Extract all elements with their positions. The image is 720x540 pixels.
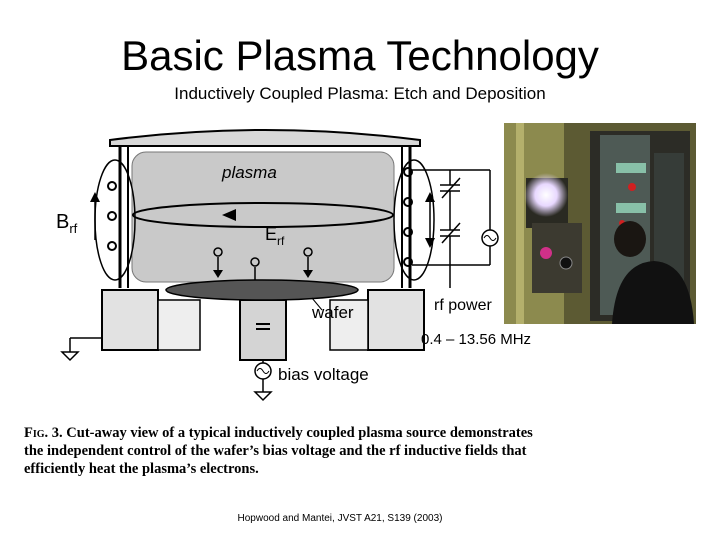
frequency-range: 0.4 – 13.56 MHz	[421, 331, 531, 349]
bias-voltage-label: bias voltage	[278, 365, 369, 384]
figure-caption-text: Cut-away view of a typical inductively c…	[24, 425, 533, 477]
lab-photo	[504, 123, 696, 324]
icp-source-diagram: plasma Erf Brf	[50, 120, 500, 410]
ground-symbol	[62, 338, 102, 360]
b-field-loop-right	[394, 160, 434, 280]
b-field-label: Brf	[56, 211, 78, 236]
slide-subtitle: Inductively Coupled Plasma: Etch and Dep…	[0, 84, 720, 104]
bias-source	[255, 360, 271, 400]
chamber-base-right	[368, 290, 424, 350]
figure-caption-lead: Fig. 3.	[24, 425, 63, 441]
wafer-label: wafer	[311, 303, 354, 322]
slide-title: Basic Plasma Technology	[0, 32, 720, 80]
plasma-label: plasma	[221, 163, 277, 182]
citation: Hopwood and Mantei, JVST A21, S139 (2003…	[0, 513, 680, 525]
chamber-lid	[110, 130, 420, 146]
figure-caption: Fig. 3. Cut-away view of a typical induc…	[24, 424, 544, 478]
wafer	[166, 280, 358, 300]
rf-power-label: rf power	[434, 297, 492, 314]
chamber-base-left	[102, 290, 158, 350]
